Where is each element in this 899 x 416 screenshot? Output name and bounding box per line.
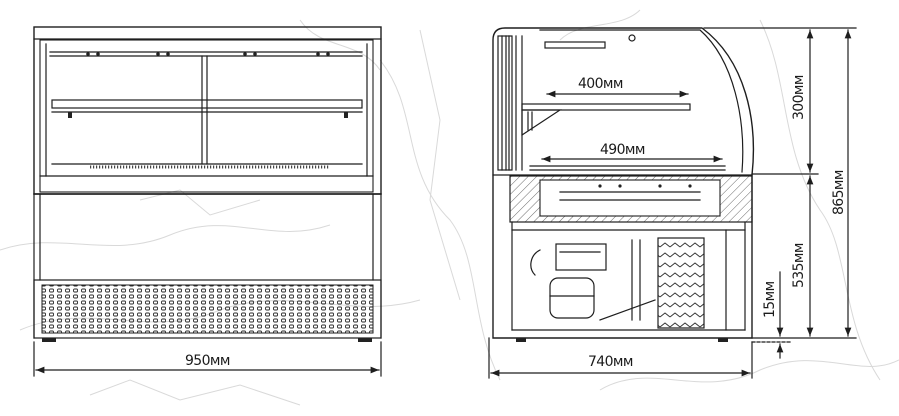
front-lower-deck <box>51 163 363 169</box>
side-insulated-tub <box>509 175 753 223</box>
side-upper-shelf <box>521 103 691 137</box>
front-glass-case <box>33 26 382 195</box>
side-rear-frame <box>497 35 513 171</box>
lower-shelf-depth-label: 490мм <box>600 142 645 158</box>
upper-shelf-depth-label: 400мм <box>578 76 623 92</box>
side-compressor <box>530 243 607 319</box>
side-feet <box>516 338 728 342</box>
depth-dimension <box>488 337 753 379</box>
depth-dimension-label: 740мм <box>588 354 633 370</box>
background-sketch <box>0 9 899 406</box>
side-body-outline <box>492 27 755 339</box>
foot-height-label: 15мм <box>762 281 778 318</box>
base-height-label: 535мм <box>791 243 807 288</box>
front-feet <box>42 338 372 342</box>
height-dimensions <box>703 27 857 359</box>
side-base-frame <box>511 221 746 331</box>
front-lights <box>49 51 363 57</box>
front-vent-grille <box>41 284 374 334</box>
width-dimension-label: 950мм <box>185 353 230 369</box>
front-view <box>33 26 382 377</box>
front-base-cabinet <box>33 193 382 339</box>
side-view <box>488 27 857 379</box>
width-dimension <box>33 341 382 377</box>
display-height-label: 300мм <box>791 75 807 120</box>
total-height-label: 865мм <box>831 170 847 215</box>
front-shelf <box>51 99 363 118</box>
side-lower-deck <box>529 165 726 171</box>
side-lights <box>544 34 636 49</box>
side-condenser <box>599 237 705 329</box>
